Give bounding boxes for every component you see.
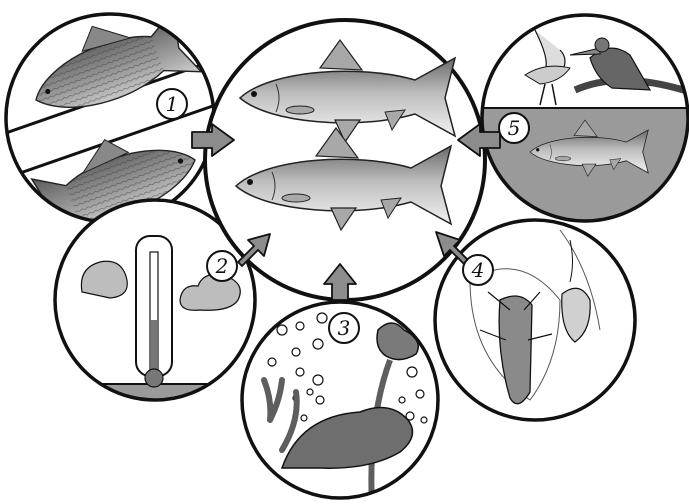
badge-5: 5 — [499, 113, 529, 143]
panel-4-invertebrates — [435, 220, 635, 420]
badge-1-label: 1 — [166, 92, 179, 116]
badge-4: 4 — [463, 255, 493, 285]
badge-1: 1 — [157, 89, 187, 119]
badge-3: 3 — [329, 313, 359, 343]
badge-2-label: 2 — [215, 254, 229, 278]
badge-3-label: 3 — [338, 316, 351, 340]
badge-5-label: 5 — [508, 116, 521, 140]
badge-4-label: 4 — [471, 258, 485, 282]
badge-2: 2 — [207, 251, 237, 281]
